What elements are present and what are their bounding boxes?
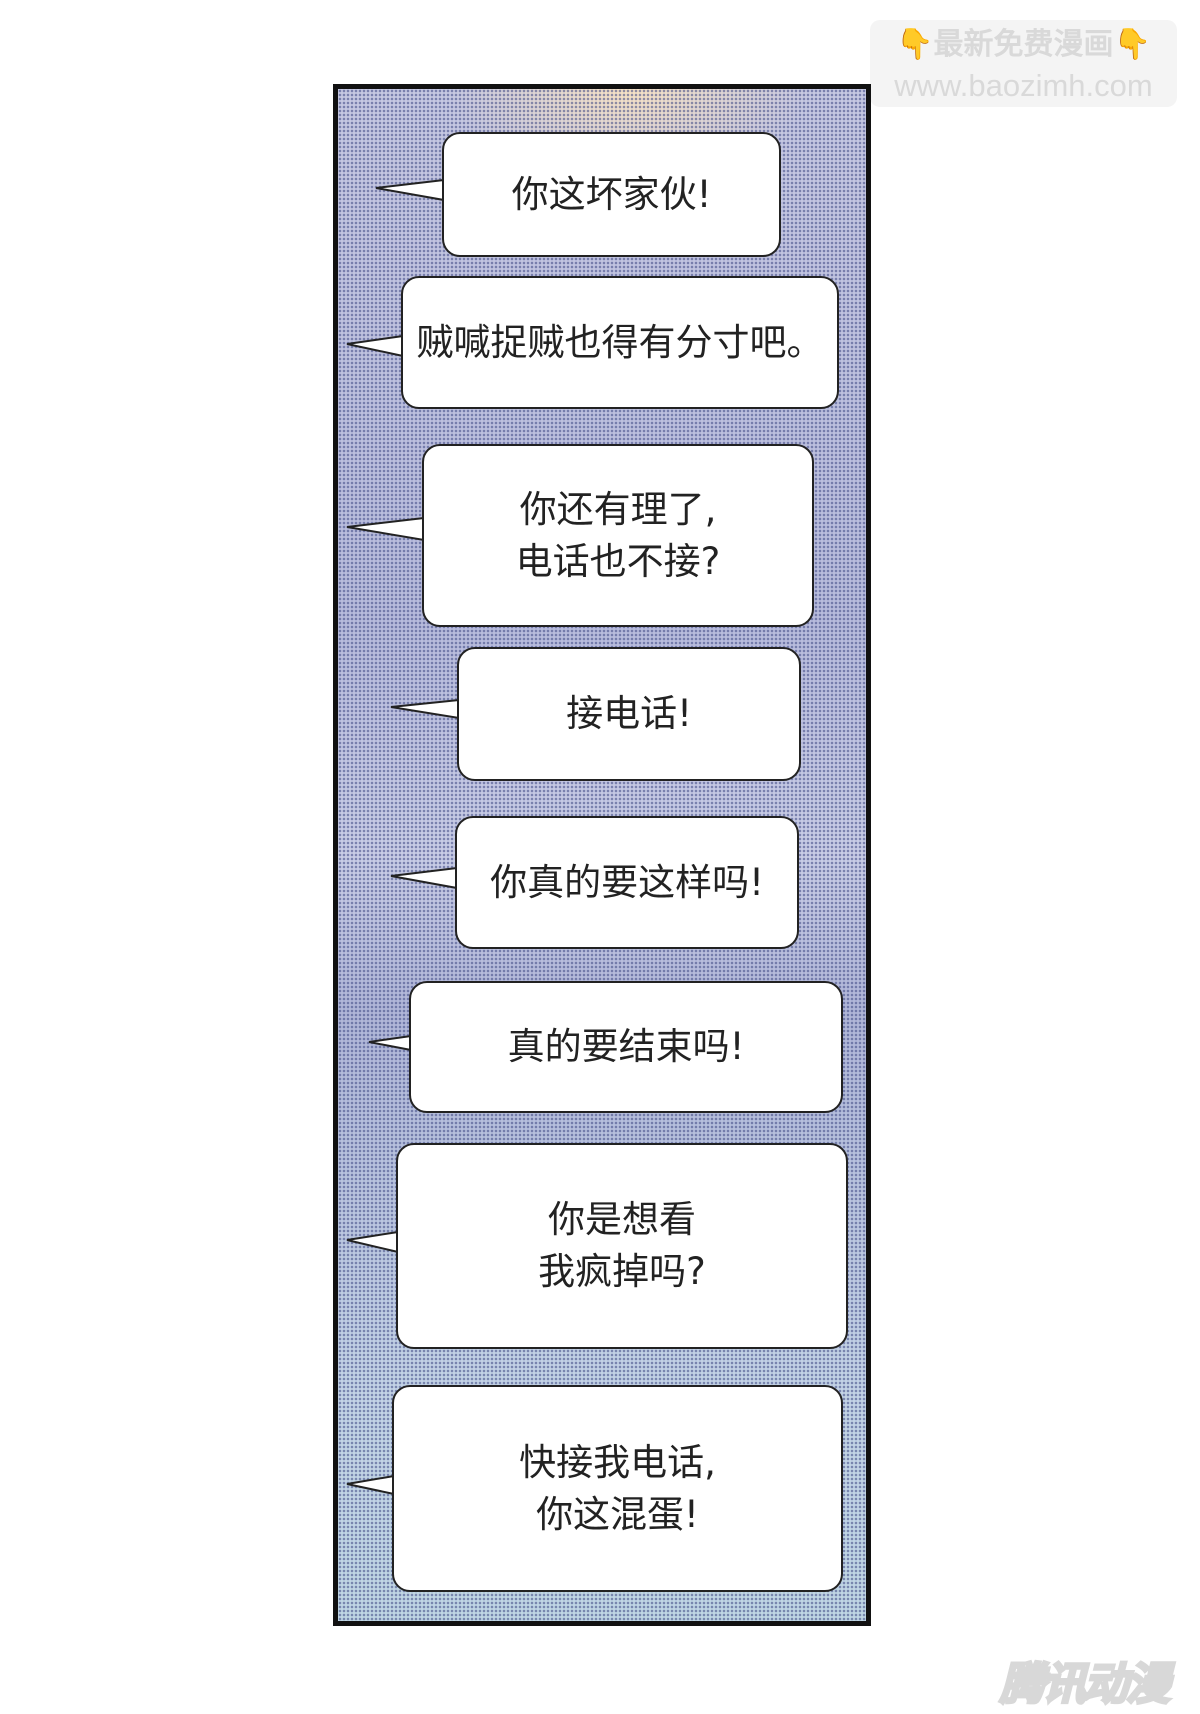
speech-bubble: 你这坏家伙! — [442, 132, 781, 257]
bubble-tail — [390, 698, 460, 720]
speech-bubble: 真的要结束吗! — [409, 981, 843, 1113]
bubble-text: 你真的要这样吗! — [490, 860, 764, 904]
pointing-down-hand-icon: 👇 — [1113, 27, 1151, 62]
bubble-tail — [346, 516, 425, 542]
bubble-text: 你还有理了, 电话也不接? — [515, 487, 721, 583]
bubble-tail — [368, 1034, 412, 1052]
tencent-comics-logo: 腾讯动漫 — [999, 1658, 1172, 1712]
watermark-url: www.baozimh.com — [894, 68, 1153, 103]
watermark-banner: 👇最新免费漫画👇 www.baozimh.com — [870, 20, 1177, 107]
bubble-tail — [375, 178, 445, 202]
watermark-title: 最新免费漫画 — [933, 27, 1114, 62]
bubble-text: 接电话! — [566, 692, 692, 735]
bubble-tail — [346, 334, 404, 358]
bubble-text: 贼喊捉贼也得有分寸吧。 — [416, 320, 824, 364]
bubble-text: 你这坏家伙! — [511, 172, 712, 216]
bubble-text: 快接我电话, 你这混蛋! — [519, 1440, 716, 1536]
bubble-text: 你是想看 我疯掉吗? — [538, 1198, 706, 1293]
speech-bubble: 你真的要这样吗! — [455, 816, 799, 949]
pointing-down-hand-icon: 👇 — [896, 27, 934, 62]
speech-bubble: 你是想看 我疯掉吗? — [396, 1143, 848, 1349]
bubble-tail — [346, 1474, 395, 1496]
speech-bubble: 接电话! — [457, 647, 801, 781]
speech-bubble: 你还有理了, 电话也不接? — [422, 444, 814, 627]
bubble-text: 真的要结束吗! — [507, 1025, 745, 1068]
bubble-tail — [346, 1230, 399, 1254]
speech-bubble: 快接我电话, 你这混蛋! — [392, 1385, 843, 1592]
speech-bubble: 贼喊捉贼也得有分寸吧。 — [401, 276, 839, 409]
bubble-tail — [390, 866, 458, 890]
